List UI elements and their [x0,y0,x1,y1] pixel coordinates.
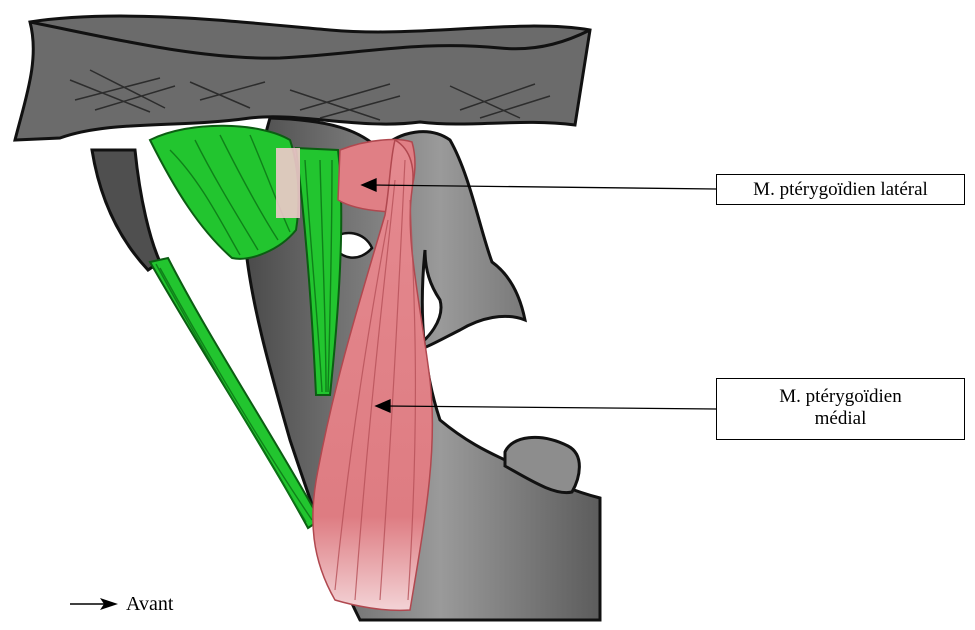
medial-pterygoid-label-line1: M. ptérygoïdien [717,386,964,408]
orientation-label: Avant [126,593,173,616]
medial-pterygoid-label: M. ptérygoïdien médial [716,378,965,440]
orientation-indicator: Avant [70,589,173,619]
medial-pterygoid-label-line2: médial [717,408,964,430]
lateral-attachment [276,148,300,218]
arrow-right-icon [70,597,118,611]
pterygoid-plate [92,150,160,270]
lateral-pterygoid-label: M. ptérygoïdien latéral [716,174,965,205]
